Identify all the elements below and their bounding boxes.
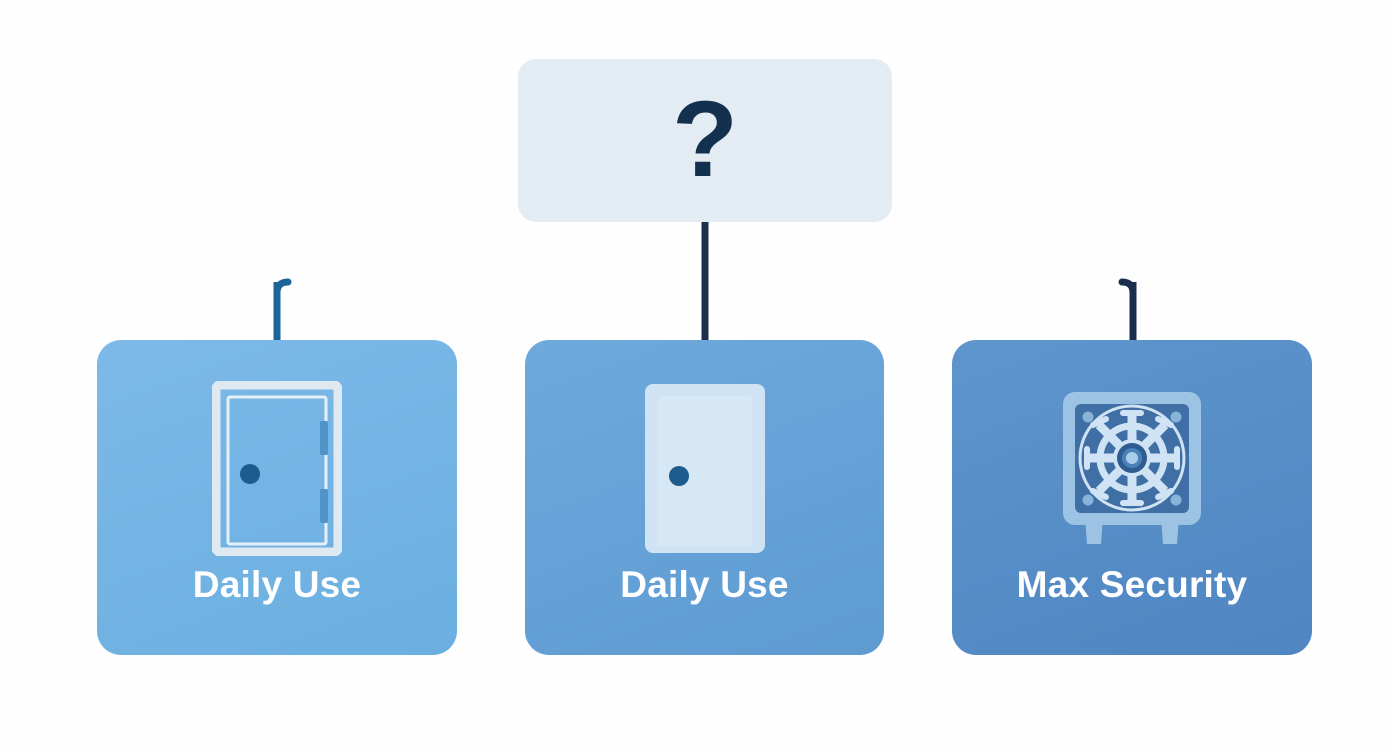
connector-right-elbow (1118, 278, 1137, 344)
option-card-daily-use-2[interactable]: Daily Use (525, 340, 884, 655)
option-card-label: Daily Use (192, 564, 362, 605)
option-card-label: Max Security (1016, 564, 1248, 605)
question-mark-icon: ? (672, 77, 738, 199)
connector-left-elbow (273, 278, 292, 344)
root-question-box[interactable]: ? (518, 59, 892, 222)
safe-vault-icon (1057, 378, 1207, 558)
option-card-label: Daily Use (620, 564, 789, 605)
option-card-max-security[interactable]: Max Security (952, 340, 1312, 655)
option-card-daily-use-1[interactable]: Daily Use (97, 340, 457, 655)
door-outline-icon (212, 378, 342, 558)
door-filled-icon (642, 378, 768, 558)
